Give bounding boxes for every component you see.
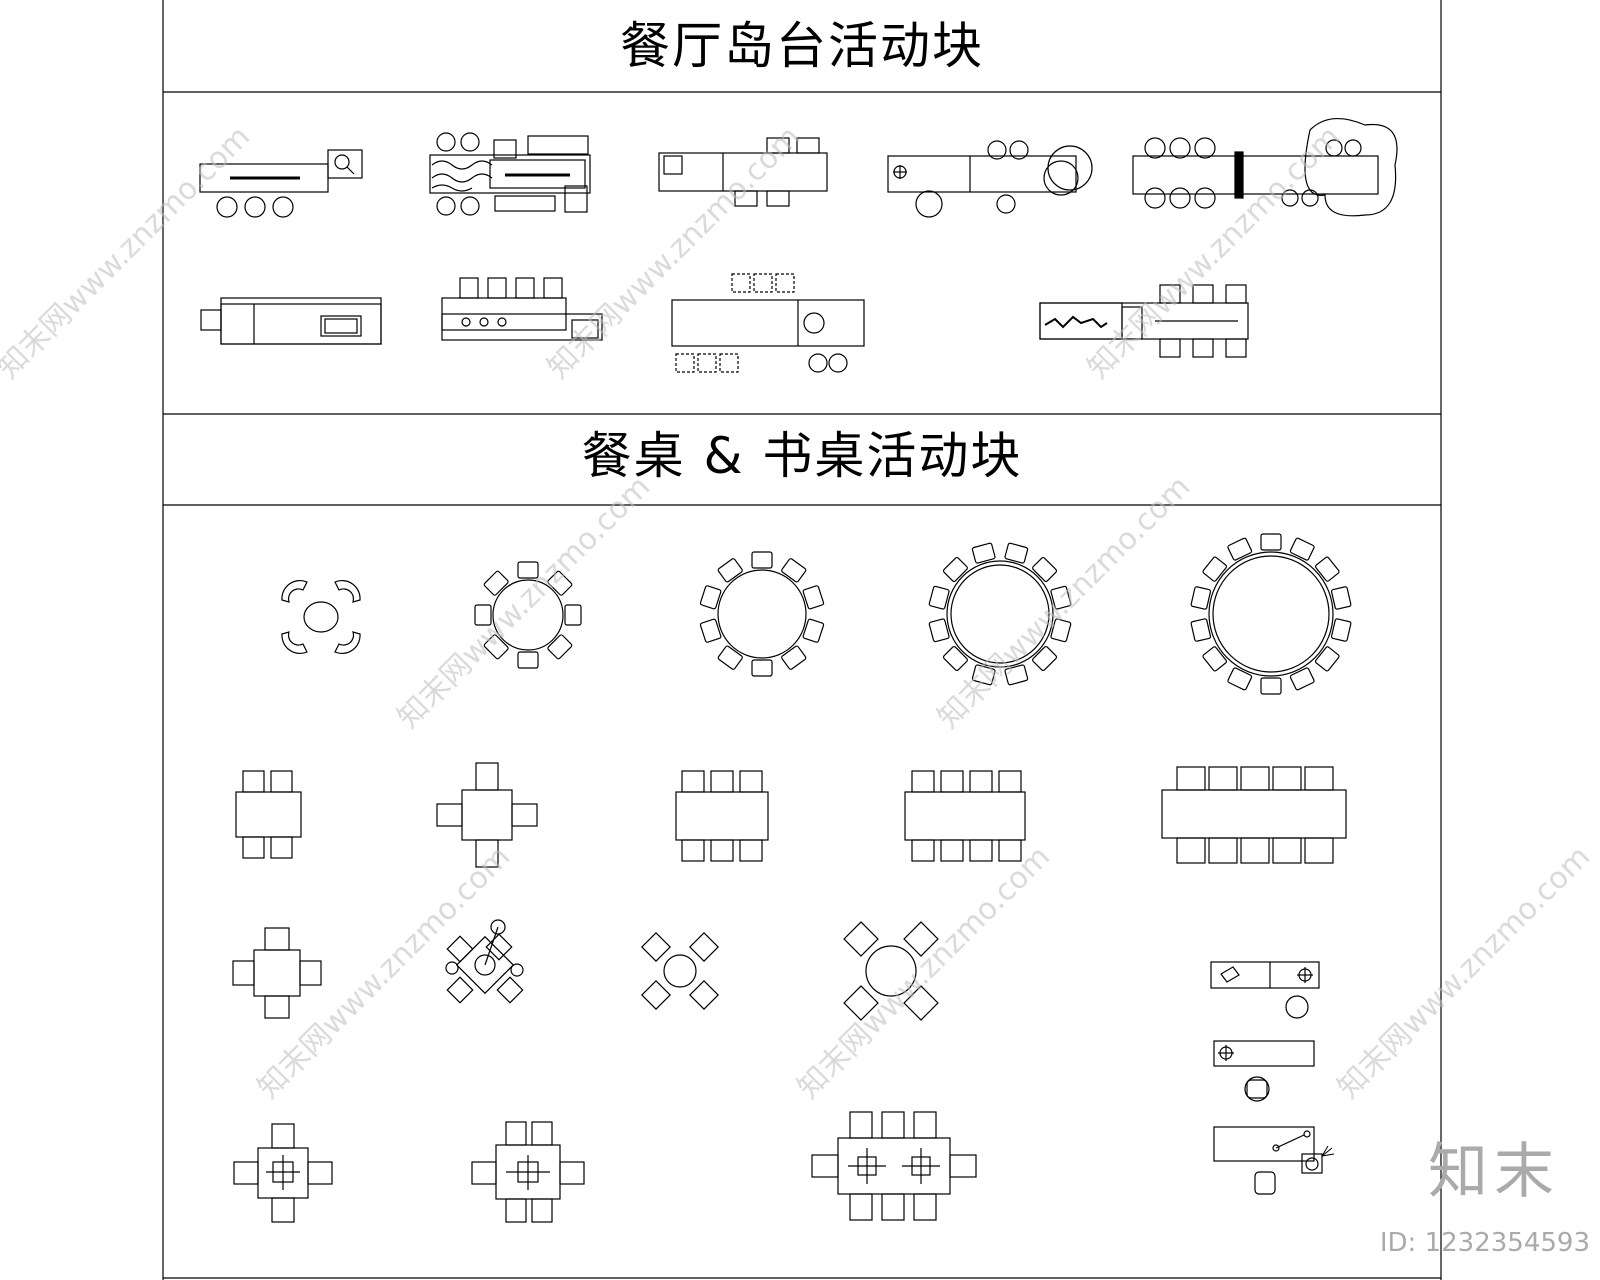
chair: [699, 618, 722, 643]
chair: [751, 551, 773, 569]
watermark-layer: 知末网www.znzmo.com 知末网www.znzmo.com 知末网www…: [0, 119, 1597, 1105]
chair: [547, 570, 573, 596]
chair: [971, 664, 996, 686]
island-block-8b: [671, 299, 865, 373]
chair: [699, 585, 722, 610]
round-table-4: [281, 579, 361, 655]
chair: [781, 645, 807, 670]
chair: [717, 558, 743, 583]
island-block-3: [658, 137, 828, 207]
chair: [1032, 646, 1058, 672]
island-block-5: [1132, 118, 1398, 217]
watermark-text-7: 知末网www.znzmo.com: [791, 839, 1057, 1105]
square-table-diagonal: [445, 919, 524, 1004]
round-table-8: [474, 561, 582, 669]
round-table-10: [699, 551, 825, 677]
chair: [1260, 677, 1282, 695]
chair: [971, 542, 996, 564]
island-section-title: 餐厅岛台活动块: [620, 17, 984, 75]
table-section-title: 餐桌 & 书桌活动块: [581, 427, 1023, 485]
chair: [1260, 533, 1282, 551]
square-table-4c: [233, 1123, 333, 1223]
island-block-6: [200, 297, 382, 345]
chair: [483, 634, 509, 660]
chair: [1330, 618, 1352, 642]
brand-logo: 知末: [1428, 1137, 1560, 1207]
chair: [1004, 542, 1029, 564]
chair: [1050, 585, 1072, 610]
chair: [751, 659, 773, 677]
chair: [483, 570, 509, 596]
rect-table-8: [904, 770, 1026, 862]
desk-1: [1210, 961, 1320, 1019]
chair: [1227, 667, 1253, 691]
round-table-10-chairs: [699, 551, 825, 677]
round-table-14-chairs: [1190, 533, 1352, 695]
chair: [717, 645, 743, 670]
watermark-text-4: 知末网www.znzmo.com: [391, 469, 657, 735]
watermark-text-8: 知末网www.znzmo.com: [1331, 839, 1597, 1105]
rect-table-8b: [811, 1111, 977, 1221]
chair: [1315, 646, 1340, 672]
island-block-2: [429, 132, 591, 216]
island-block-9: [1039, 284, 1249, 358]
desk-2: [1213, 1040, 1315, 1102]
round-table-14: [1190, 533, 1352, 695]
rect-table-6b: [471, 1121, 585, 1223]
chair: [802, 585, 825, 610]
island-block-7: [441, 277, 603, 341]
rect-table-10: [1161, 766, 1347, 864]
chair: [1050, 618, 1072, 643]
square-table-4: [436, 762, 538, 868]
round-table-12: [928, 542, 1072, 686]
watermark-text-3: 知末网www.znzmo.com: [1081, 119, 1347, 385]
round-table-8-chairs: [474, 561, 582, 669]
round-table-4b: [641, 932, 719, 1010]
chair: [802, 618, 825, 643]
chair: [1315, 556, 1340, 582]
chair: [1032, 556, 1058, 582]
chair: [928, 585, 950, 610]
chair: [474, 604, 492, 626]
round-table-12-chairs: [928, 542, 1072, 686]
chair: [1289, 667, 1315, 691]
chair: [942, 556, 968, 582]
chair: [781, 558, 807, 583]
chair: [1227, 537, 1253, 561]
chair: [1190, 586, 1212, 610]
island-block-8: [675, 273, 795, 373]
round-table-4c: [843, 921, 939, 1021]
square-table-4b: [232, 927, 322, 1019]
desk-3: [1213, 1126, 1335, 1195]
rect-table-6: [675, 770, 769, 862]
chair: [1202, 646, 1227, 672]
watermark-text-1: 知末网www.znzmo.com: [0, 119, 257, 385]
island-block-4: [887, 140, 1093, 218]
chair: [517, 561, 539, 579]
watermark-text-6: 知末网www.znzmo.com: [251, 839, 517, 1105]
chair: [547, 634, 573, 660]
sheet-frame: [162, 0, 1442, 1280]
chair: [1004, 664, 1029, 686]
island-block-1: [199, 149, 363, 218]
chair: [1202, 556, 1227, 582]
chair: [564, 604, 582, 626]
chair: [1289, 537, 1315, 561]
chair: [1190, 618, 1212, 642]
rect-table-4: [235, 770, 302, 859]
watermark-text-5: 知末网www.znzmo.com: [931, 469, 1197, 735]
chair: [942, 646, 968, 672]
chair: [928, 618, 950, 643]
brand-id: ID: 1232354593: [1379, 1228, 1590, 1258]
chair: [1330, 586, 1352, 610]
chair: [517, 651, 539, 669]
